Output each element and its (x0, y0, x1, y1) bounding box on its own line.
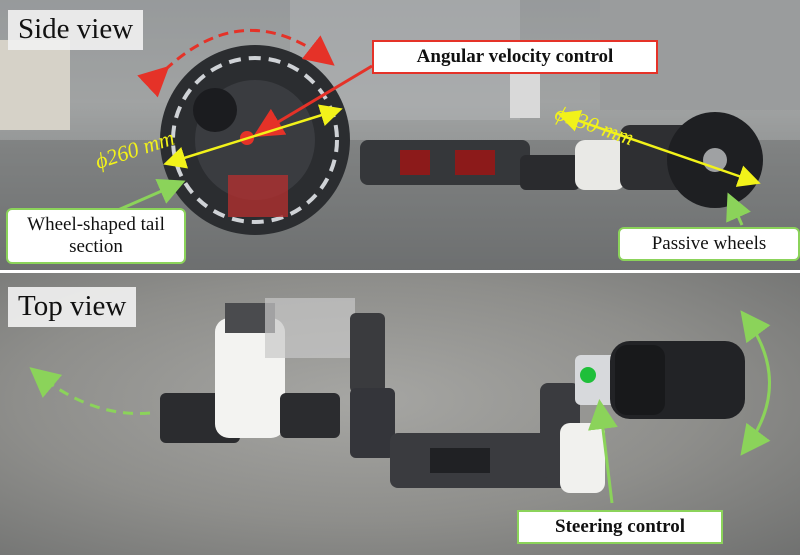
angular-velocity-label: Angular velocity control (372, 40, 658, 74)
side-view-panel: Side view Angular velocity control ϕ260 … (0, 0, 800, 270)
steering-rotation-arrow (740, 310, 771, 456)
side-view-scene (0, 0, 800, 270)
steering-pointer-arrow (588, 399, 618, 504)
steering-dot (580, 367, 596, 383)
top-view-title: Top view (8, 287, 137, 328)
motion-direction-arrow (29, 367, 151, 415)
joint-white-top (560, 423, 605, 493)
side-view-title: Side view (8, 10, 144, 51)
body-segment (360, 140, 530, 185)
top-view-panel: Top view Steering control (0, 273, 800, 555)
wheels-pointer-arrow (726, 192, 751, 226)
rotation-arrow (137, 28, 335, 98)
tail-section-label: Wheel-shaped tail section (6, 208, 186, 264)
tail-pointer-arrow (117, 179, 186, 212)
shelf-papers (0, 40, 70, 130)
passive-wheels-label: Passive wheels (618, 227, 800, 261)
dimension-line-large (163, 104, 343, 169)
robot-top (160, 298, 745, 493)
top-view-scene (29, 298, 771, 504)
floor-box (510, 70, 540, 118)
steering-control-label: Steering control (517, 510, 723, 544)
dimension-line-small (557, 110, 761, 187)
panel-separator (0, 270, 800, 273)
